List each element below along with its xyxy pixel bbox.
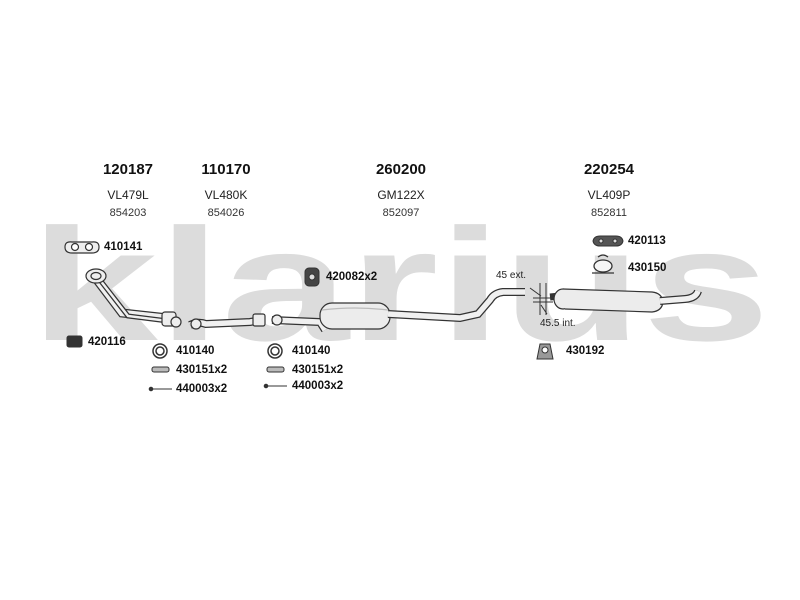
part-code-2: VL480K: [204, 188, 248, 202]
ring-gasket-icon: [152, 343, 168, 359]
clamp-icon: [266, 366, 285, 373]
accessory-label: 420116: [88, 336, 126, 348]
accessory-label: 430192: [566, 345, 605, 357]
rubber-mount-icon: [66, 335, 83, 348]
accessory-label: 430150: [628, 262, 667, 274]
watermark-text: klarius: [30, 195, 770, 374]
part-ref-4: 852811: [591, 207, 627, 219]
ring-gasket-icon: [267, 343, 283, 359]
part-ref-1: 854203: [109, 207, 147, 219]
accessory-label: 410140: [176, 345, 215, 357]
dimension-ext-label: 45 ext.: [496, 270, 527, 281]
accessory-label: 430151x2: [292, 364, 344, 376]
mounting-bracket-icon: [536, 343, 554, 360]
bolt-icon: [263, 383, 287, 389]
intermediate-pipe-part: [188, 313, 266, 330]
accessory-label: 420113: [628, 235, 666, 247]
pipe-clamp-icon: [592, 254, 614, 274]
front-pipe-part: [85, 268, 182, 328]
accessory-label: 430151x2: [176, 364, 228, 376]
part-number-1: 120187: [102, 161, 154, 178]
bolt-icon: [148, 386, 172, 392]
centre-silencer-part: [271, 288, 525, 333]
gasket-icon: [64, 241, 100, 254]
part-code-4: VL409P: [587, 188, 631, 202]
part-ref-3: 852097: [382, 207, 420, 219]
accessory-label: 420082x2: [326, 271, 378, 283]
part-number-2: 110170: [201, 161, 251, 178]
part-code-1: VL479L: [107, 188, 149, 202]
accessory-label: 410140: [292, 345, 331, 357]
accessory-label: 440003x2: [176, 383, 228, 395]
rear-silencer-part: [549, 288, 702, 313]
part-number-4: 220254: [583, 161, 635, 178]
clamp-icon: [151, 366, 170, 373]
rubber-hanger-icon: [304, 267, 320, 287]
dimension-marks: [529, 283, 553, 315]
accessory-label: 440003x2: [292, 380, 344, 392]
part-ref-2: 854026: [207, 207, 245, 219]
rubber-strap-icon: [592, 235, 624, 247]
part-code-3: GM122X: [377, 188, 425, 202]
part-number-3: 260200: [375, 161, 427, 178]
dimension-int-label: 45.5 int.: [540, 318, 576, 329]
accessory-label: 410141: [104, 241, 143, 253]
